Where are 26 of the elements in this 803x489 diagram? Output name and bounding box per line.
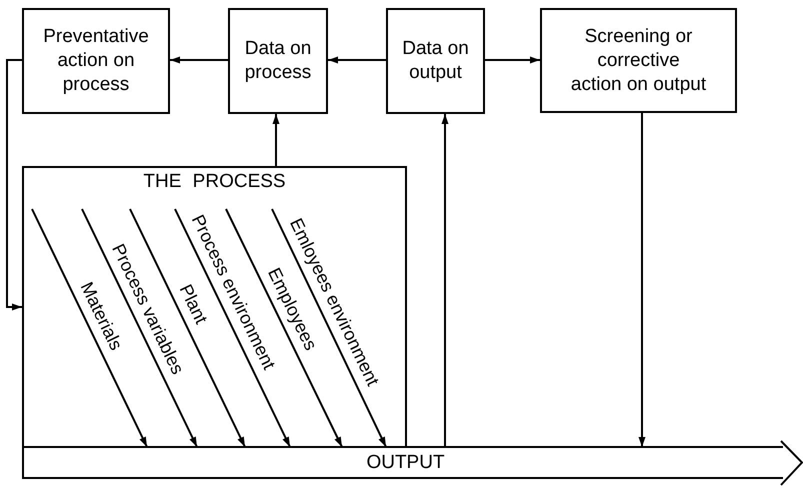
- box-label: Data on output: [401, 37, 470, 85]
- process-box: [386, 8, 485, 114]
- process-box: [228, 8, 328, 114]
- arrow: [638, 113, 646, 447]
- arrow: [485, 56, 540, 64]
- arrow: [174, 208, 291, 448]
- box-label: OUTPUT: [365, 451, 446, 475]
- output-arrow: [22, 440, 803, 486]
- box-label: Data on process: [244, 37, 312, 85]
- process-box: [540, 8, 737, 113]
- arrow: [31, 208, 148, 448]
- arrow: [129, 208, 246, 448]
- arrow: [225, 208, 343, 448]
- arrow: [442, 114, 448, 447]
- box-label: Preventative action on process: [42, 25, 150, 97]
- arrow: [272, 114, 280, 166]
- arrow: [6, 59, 22, 310]
- process-box: [22, 8, 170, 114]
- arrow: [271, 208, 387, 448]
- process-box: [22, 166, 407, 448]
- arrow: [328, 56, 386, 64]
- arrow: [170, 56, 228, 64]
- box-heading: THE PROCESS: [142, 170, 287, 194]
- arrow: [81, 208, 198, 448]
- edge-label: Plant: [176, 282, 212, 328]
- box-label: Screening or corrective action on output: [570, 24, 708, 96]
